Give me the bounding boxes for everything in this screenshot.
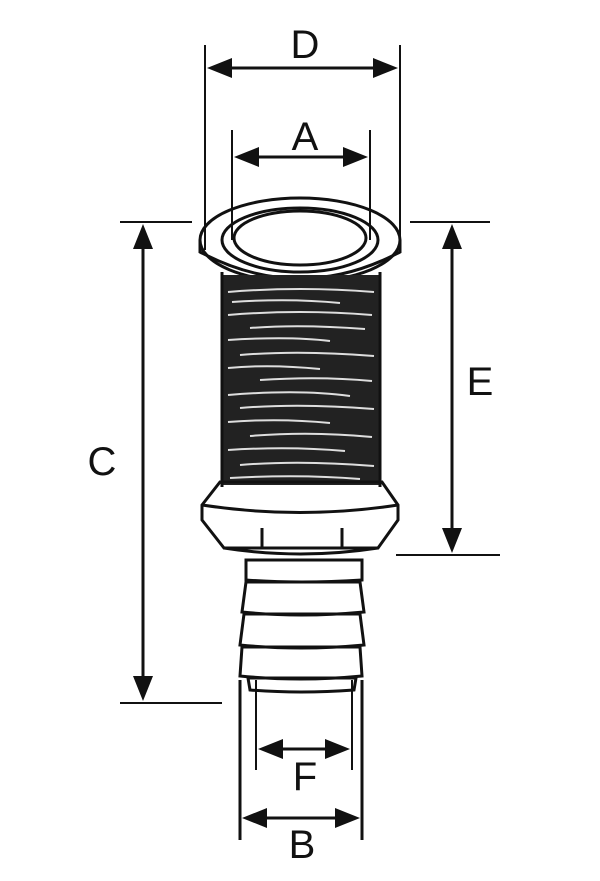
dimension-c: C [88, 221, 222, 704]
label-e: E [467, 360, 494, 404]
label-a: A [292, 115, 319, 159]
dimension-e: E [396, 221, 500, 556]
label-f: F [293, 755, 317, 799]
dimension-f: F [255, 680, 353, 799]
label-c: C [88, 440, 117, 484]
label-d: D [291, 23, 320, 67]
dimension-b: B [242, 808, 360, 867]
threaded-body [220, 272, 382, 487]
hose-tail [238, 558, 366, 840]
thread-lines [227, 288, 375, 480]
dimension-d: D [204, 23, 401, 250]
hex-nut [200, 480, 400, 556]
label-b: B [289, 823, 316, 867]
dimension-a: A [231, 115, 371, 240]
